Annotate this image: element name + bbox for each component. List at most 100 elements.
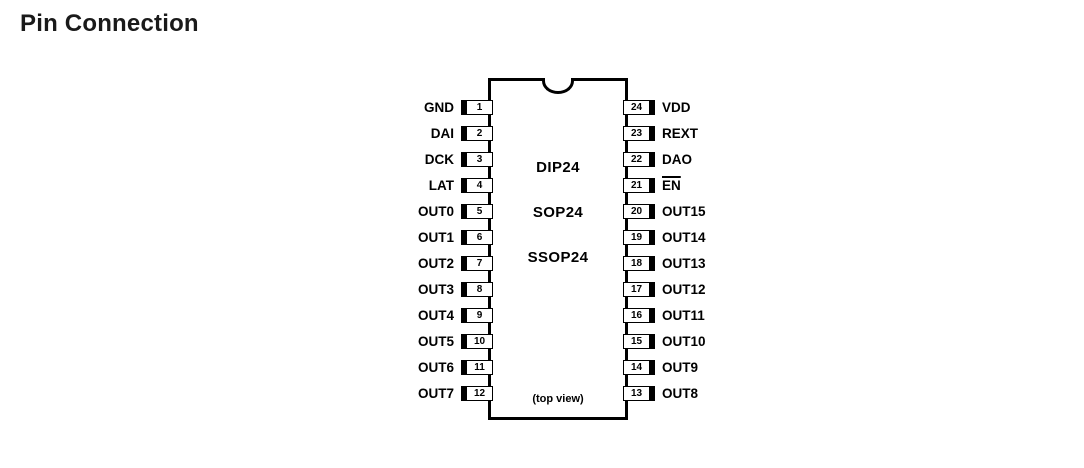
pin-number-box: 6	[461, 229, 493, 245]
pin-name-out2: OUT2	[417, 255, 454, 271]
pin-number: 20	[630, 205, 643, 217]
pin-number: 11	[474, 361, 485, 373]
pin-name-gnd: GND	[424, 99, 454, 115]
pin-number-box: 10	[461, 333, 493, 349]
pin-name-out12: OUT12	[662, 281, 706, 297]
pin-number: 6	[476, 231, 483, 243]
pin-number-box: 21	[623, 177, 655, 193]
pin-12-row: OUT7 12	[380, 385, 493, 401]
pin-name-out4: OUT4	[417, 307, 454, 323]
pin-number: 21	[630, 179, 643, 191]
pin-name-out13: OUT13	[662, 255, 706, 271]
pin-number: 24	[630, 101, 643, 113]
pin-number: 15	[630, 335, 643, 347]
package-notch-icon	[542, 78, 574, 94]
pin-name-out6: OUT6	[417, 359, 454, 375]
pin-7-row: OUT2 7	[380, 255, 493, 271]
pin-name-out8: OUT8	[662, 385, 699, 401]
pin-name-vdd: VDD	[662, 99, 691, 115]
pin-3-row: DCK 3	[380, 151, 493, 167]
pin-name-out14: OUT14	[662, 229, 706, 245]
pin-number-box: 22	[623, 151, 655, 167]
pin-number: 18	[630, 257, 643, 269]
pin-20-row: 20 OUT15	[623, 203, 803, 219]
pin-18-row: 18 OUT13	[623, 255, 803, 271]
pin-number: 7	[476, 257, 483, 269]
pin-number-box: 9	[461, 307, 493, 323]
pin-8-row: OUT3 8	[380, 281, 493, 297]
pin-21-row: 21 EN	[623, 177, 803, 193]
package-type-sop24: SOP24	[532, 204, 584, 221]
pin-name-dai: DAI	[430, 125, 454, 141]
package-type-labels: DIP24 SOP24 SSOP24	[491, 159, 625, 266]
pin-number: 9	[476, 309, 483, 321]
pin-number-box: 14	[623, 359, 655, 375]
page-title: Pin Connection	[20, 10, 199, 37]
pin-number: 2	[476, 127, 483, 139]
pin-number: 17	[630, 283, 643, 295]
pin-4-row: LAT 4	[380, 177, 493, 193]
pin-5-row: OUT0 5	[380, 203, 493, 219]
pin-number: 23	[630, 127, 643, 139]
pin-number-box: 18	[623, 255, 655, 271]
pin-number: 19	[630, 231, 643, 243]
pin-19-row: 19 OUT14	[623, 229, 803, 245]
pin-number-box: 2	[461, 125, 493, 141]
pin-number-box: 11	[461, 359, 493, 375]
pin-number: 3	[476, 153, 483, 165]
pin-name-rext: REXT	[662, 125, 699, 141]
pin-name-out5: OUT5	[417, 333, 454, 349]
pin-name-out9: OUT9	[662, 359, 699, 375]
pin-6-row: OUT1 6	[380, 229, 493, 245]
pin-number: 13	[630, 387, 643, 399]
pin-24-row: 24 VDD	[623, 99, 803, 115]
pin-number: 16	[630, 309, 643, 321]
pin-number: 22	[630, 153, 643, 165]
pin-name-lat: LAT	[428, 177, 454, 193]
pin-number-box: 13	[623, 385, 655, 401]
pin-13-row: 13 OUT8	[623, 385, 803, 401]
pin-name-out10: OUT10	[662, 333, 706, 349]
pin-2-row: DAI 2	[380, 125, 493, 141]
pin-name-out3: OUT3	[417, 281, 454, 297]
pin-15-row: 15 OUT10	[623, 333, 803, 349]
pin-name-out15: OUT15	[662, 203, 706, 219]
pin-number-box: 17	[623, 281, 655, 297]
top-view-label: (top view)	[532, 393, 584, 405]
pin-9-row: OUT4 9	[380, 307, 493, 323]
pin-number-box: 1	[461, 99, 493, 115]
pin-number-box: 15	[623, 333, 655, 349]
pin-number: 8	[476, 283, 483, 295]
pin-name-out1: OUT1	[417, 229, 454, 245]
pin-name-en: EN	[662, 177, 681, 193]
pin-number: 5	[476, 205, 483, 217]
package-type-dip24: DIP24	[536, 159, 580, 176]
pin-10-row: OUT5 10	[380, 333, 493, 349]
package-type-ssop24: SSOP24	[527, 249, 589, 266]
pin-number-box: 24	[623, 99, 655, 115]
pin-number-box: 7	[461, 255, 493, 271]
pin-number-box: 5	[461, 203, 493, 219]
pin-number-box: 16	[623, 307, 655, 323]
pin-14-row: 14 OUT9	[623, 359, 803, 375]
pin-number: 14	[630, 361, 643, 373]
pin-number: 12	[473, 387, 486, 399]
pin-number-box: 19	[623, 229, 655, 245]
pin-number: 1	[476, 101, 483, 113]
pin-name-out7: OUT7	[417, 385, 454, 401]
pin-number: 4	[476, 179, 483, 191]
ic-package-body: DIP24 SOP24 SSOP24 (top view)	[488, 78, 628, 420]
pin-number-box: 12	[461, 385, 493, 401]
pin-number-box: 3	[461, 151, 493, 167]
pin-number-box: 20	[623, 203, 655, 219]
pin-number-box: 8	[461, 281, 493, 297]
pin-number: 10	[473, 335, 486, 347]
pin-name-dck: DCK	[424, 151, 454, 167]
pin-name-out0: OUT0	[417, 203, 454, 219]
pin-11-row: OUT6 11	[380, 359, 493, 375]
